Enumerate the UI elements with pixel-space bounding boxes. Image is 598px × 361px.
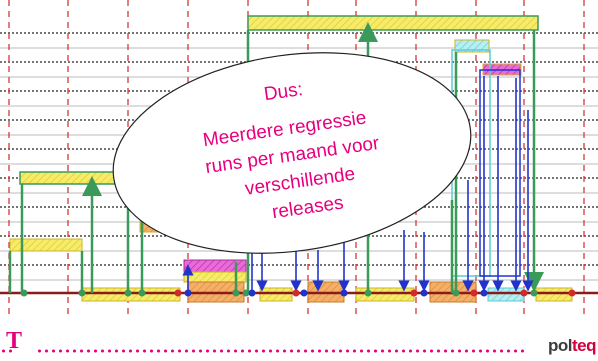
callout-bubble xyxy=(112,52,472,254)
footer-dotted-line xyxy=(36,349,526,353)
telekom-t-logo: T xyxy=(6,328,23,354)
polteq-logo: polteq xyxy=(548,336,597,356)
polteq-logo-part2: teq xyxy=(572,336,597,355)
timeline-nodes xyxy=(20,289,576,297)
footer-dotted-line-left xyxy=(0,349,16,353)
blue-flow-arrows xyxy=(182,76,534,293)
polteq-logo-part1: pol xyxy=(548,336,573,355)
